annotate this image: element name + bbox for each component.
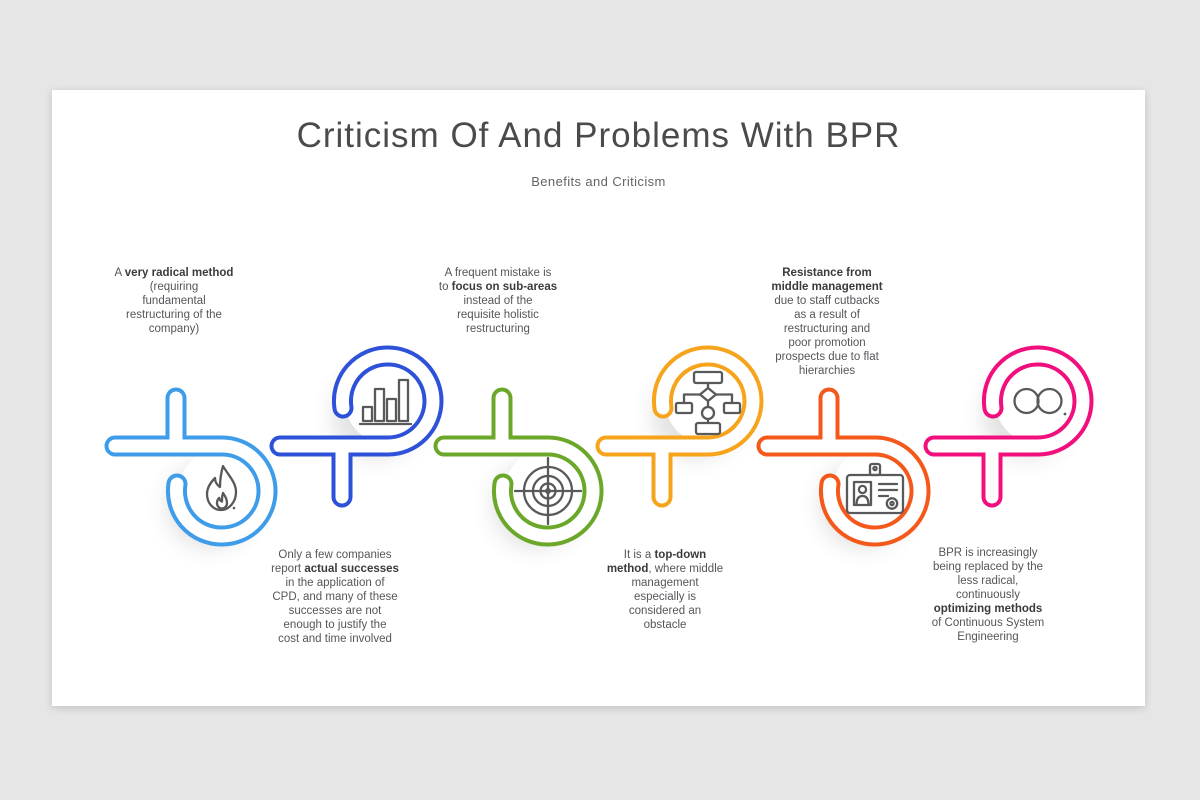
page-title: Criticism Of And Problems With BPR xyxy=(296,116,901,155)
target-icon xyxy=(508,451,588,531)
flame-icon xyxy=(182,451,262,531)
slide: Criticism Of And Problems With BPR Benef… xyxy=(52,90,1145,706)
infinity-icon xyxy=(998,361,1078,441)
ribbon-unit-3 xyxy=(433,387,604,547)
org-chart-icon xyxy=(668,361,748,441)
ribbon-unit-2 xyxy=(269,345,444,508)
ribbon-unit-4 xyxy=(595,345,764,508)
ribbon-unit-5 xyxy=(756,387,931,547)
ribbon-diagram xyxy=(104,345,1094,547)
page-subtitle: Benefits and Criticism xyxy=(531,174,666,189)
ribbon-unit-6 xyxy=(923,345,1094,508)
bar-chart-icon xyxy=(348,361,428,441)
ribbon-unit-1 xyxy=(104,387,278,547)
id-card-icon xyxy=(835,451,915,531)
